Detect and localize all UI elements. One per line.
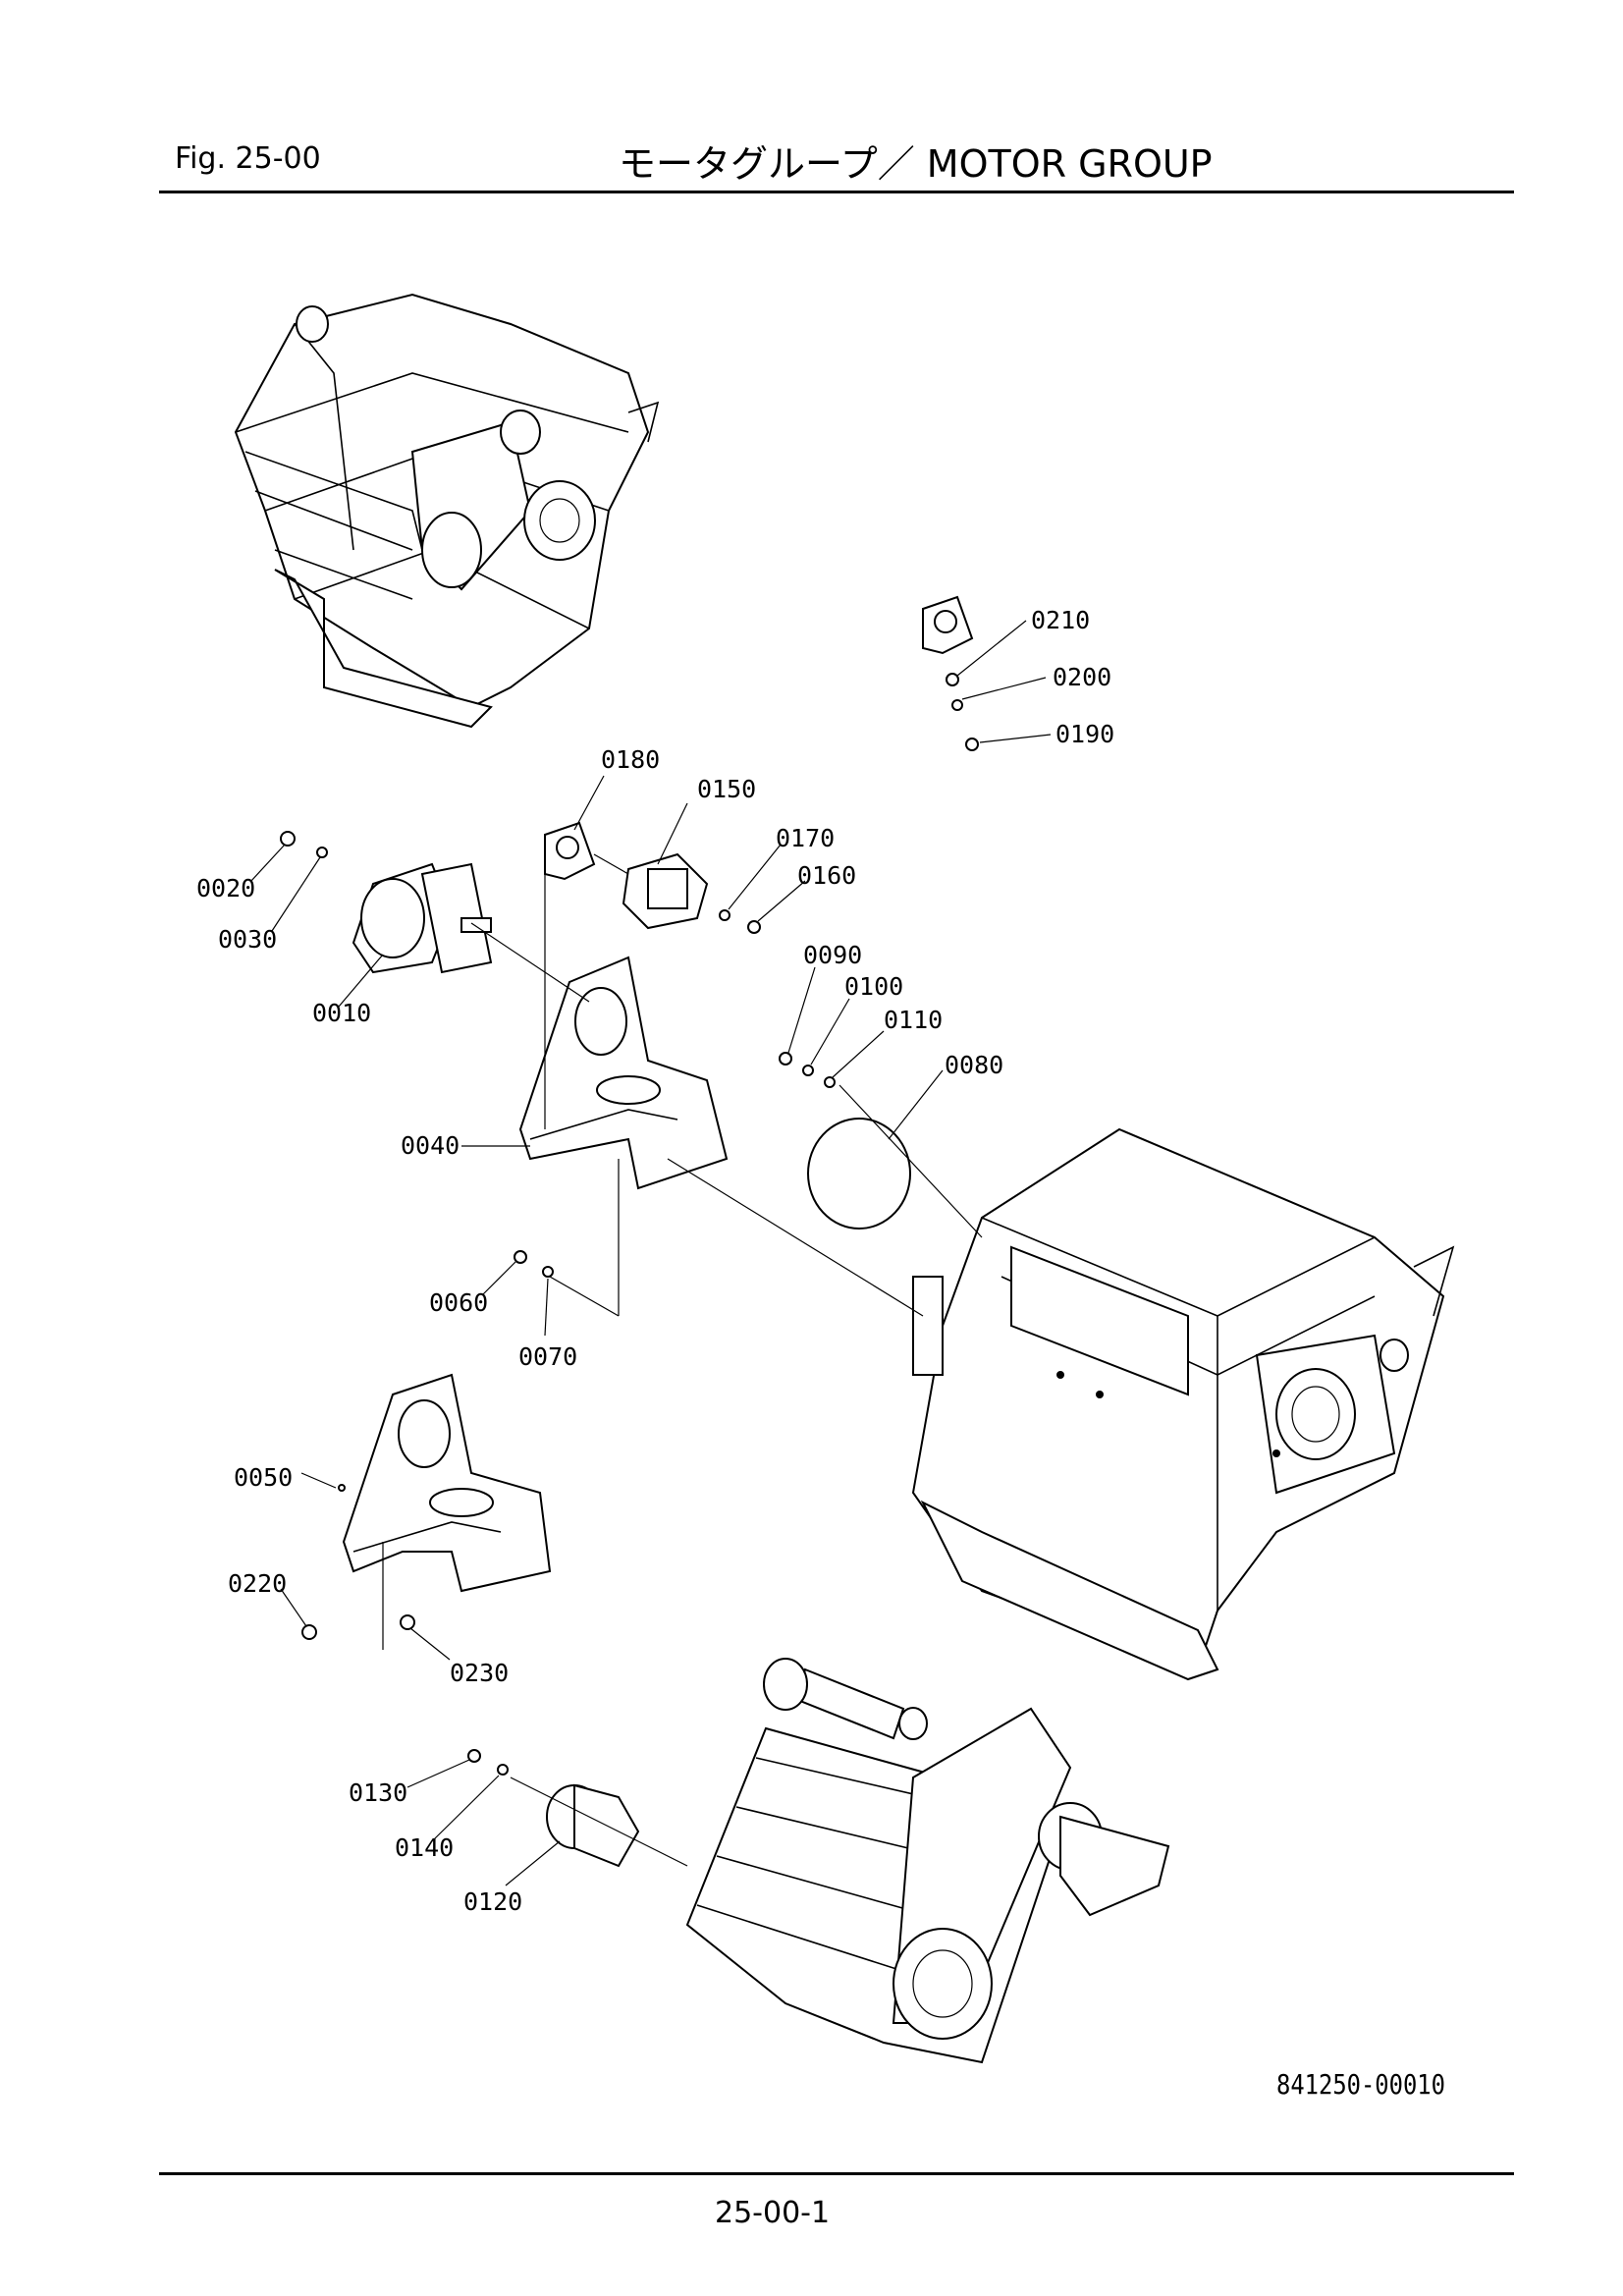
motor-bracket-0050-drawing (342, 1373, 552, 1593)
part-label-0070: 0070 (518, 1342, 577, 1371)
part-label-0200: 0200 (1053, 663, 1111, 691)
cover-plate-0080-drawing (807, 1118, 911, 1230)
motor-bracket-0040-drawing (518, 956, 729, 1190)
washer-0030 (316, 847, 328, 858)
bracket-0180-drawing (544, 821, 596, 881)
drawing-number: 841250-00010 (1276, 2068, 1445, 2101)
part-label-0130: 0130 (349, 1778, 407, 1807)
part-label-0100: 0100 (844, 972, 903, 1001)
part-label-0210: 0210 (1031, 606, 1090, 634)
nut-0230 (400, 1614, 415, 1630)
part-label-0190: 0190 (1055, 720, 1114, 748)
bolt-0060 (514, 1250, 527, 1264)
bolt-0160 (747, 920, 761, 934)
drum-assembly-drawing (685, 1658, 1170, 2064)
fasteners-drawing (280, 673, 979, 1776)
washer-0170 (719, 909, 730, 921)
bolt-0220 (301, 1624, 317, 1640)
part-label-0090: 0090 (803, 941, 862, 969)
pin-0050 (338, 1484, 346, 1492)
figure-number: Fig. 25-00 (175, 141, 321, 176)
part-label-0140: 0140 (395, 1833, 454, 1862)
footer-rule (159, 2172, 1514, 2175)
page-number: 25-00-1 (715, 2196, 831, 2230)
part-label-0220: 0220 (228, 1569, 287, 1598)
bracket-0210-drawing (922, 595, 974, 655)
gear-motor-0150-drawing (622, 852, 709, 930)
part-label-0230: 0230 (450, 1659, 509, 1687)
part-label-0050: 0050 (234, 1463, 293, 1492)
washer-0140 (497, 1764, 509, 1776)
part-label-0120: 0120 (463, 1887, 522, 1916)
washer-0110 (824, 1076, 836, 1088)
part-label-0110: 0110 (884, 1006, 943, 1034)
part-label-0080: 0080 (945, 1051, 1003, 1079)
header-rule (159, 191, 1514, 193)
washer-0200b (951, 699, 963, 711)
page-title: モータグループ／ MOTOR GROUP (619, 142, 1213, 186)
part-label-0040: 0040 (401, 1131, 460, 1160)
hub-0120-drawing (546, 1783, 640, 1868)
bolt-0090 (779, 1052, 792, 1066)
washer-0070 (542, 1266, 554, 1278)
leader-lines (249, 620, 1052, 1886)
bolt-0190 (965, 738, 979, 751)
bolt-0130 (467, 1749, 481, 1763)
part-label-0180: 0180 (601, 745, 660, 774)
overview-assembly-drawing (234, 293, 660, 729)
hydraulic-motor-0010-drawing (352, 862, 493, 974)
main-frame-drawing (911, 1127, 1455, 1681)
washer-0100 (802, 1065, 814, 1076)
part-label-0060: 0060 (429, 1288, 488, 1317)
part-label-0160: 0160 (797, 861, 856, 890)
part-label-0010: 0010 (312, 999, 371, 1027)
bolt-0020 (280, 831, 296, 847)
part-label-0020: 0020 (196, 874, 255, 902)
part-label-0150: 0150 (697, 775, 756, 803)
part-label-0030: 0030 (218, 925, 277, 954)
part-label-0170: 0170 (776, 824, 835, 852)
washer-0200 (946, 673, 959, 686)
assembly-lines (382, 845, 983, 1867)
